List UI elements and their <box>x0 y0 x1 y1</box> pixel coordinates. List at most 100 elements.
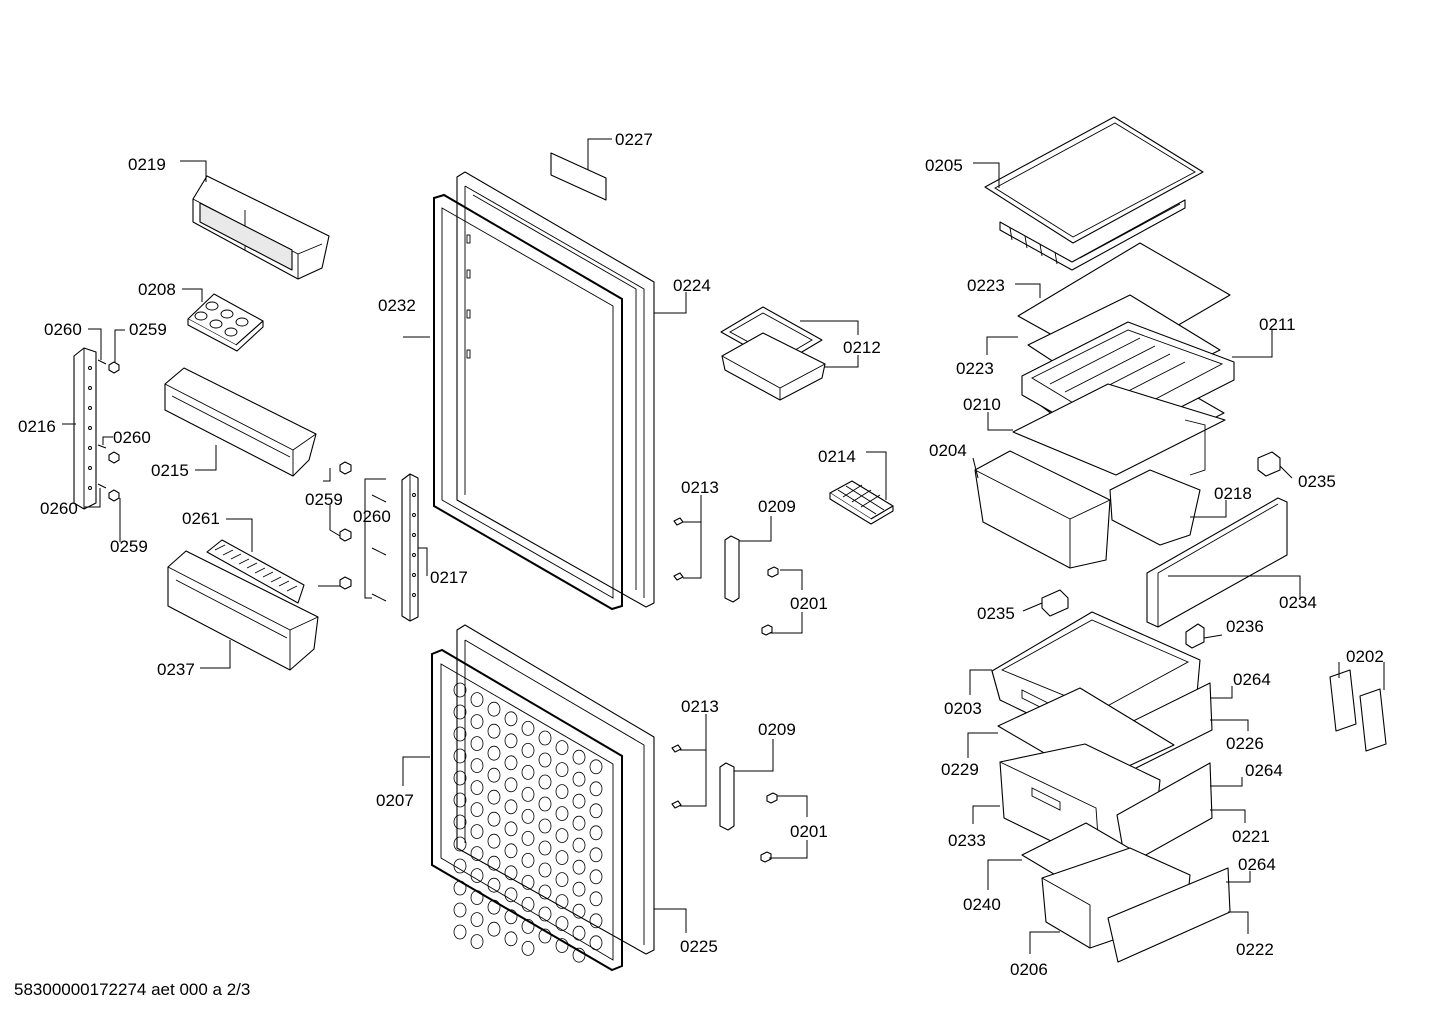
dimple <box>572 859 586 875</box>
part-0237-bottle-shelf <box>167 550 319 671</box>
dimple <box>555 806 569 821</box>
dimple <box>504 887 518 903</box>
dimple <box>470 868 484 883</box>
label-0215: 0215 <box>151 461 189 480</box>
dimple <box>521 919 535 934</box>
dimple <box>504 909 518 925</box>
part-0208-egg-tray <box>187 293 264 352</box>
part-0212-trays <box>720 306 826 401</box>
dimple <box>555 740 569 755</box>
label-0223: 0223 <box>956 359 994 378</box>
label-0223: 0223 <box>967 276 1005 295</box>
label-0236: 0236 <box>1226 617 1264 636</box>
label-0235: 0235 <box>1298 472 1336 491</box>
part-0235-clip-right <box>1257 451 1281 477</box>
dimple <box>487 899 501 915</box>
part-0215-door-shelf <box>164 367 317 477</box>
label-0264: 0264 <box>1245 761 1283 780</box>
dimple <box>504 755 518 771</box>
label-0234: 0234 <box>1279 593 1317 612</box>
dimple <box>487 767 501 783</box>
dimple <box>572 947 586 963</box>
dimple <box>470 934 484 949</box>
dimple <box>453 792 467 808</box>
dimple <box>589 935 603 951</box>
dimple <box>555 916 569 931</box>
dimple <box>589 913 603 929</box>
label-0206: 0206 <box>1010 960 1048 979</box>
dimple <box>453 704 467 720</box>
part-0210-divider-plate <box>1012 383 1226 476</box>
label-0224: 0224 <box>673 276 711 295</box>
dimple <box>487 745 501 761</box>
dimple <box>470 780 484 795</box>
label-0213: 0213 <box>681 697 719 716</box>
dimple <box>487 811 501 827</box>
dimple <box>504 821 518 837</box>
dimple <box>521 809 535 824</box>
dimple <box>504 843 518 859</box>
label-0226: 0226 <box>1226 734 1264 753</box>
label-0212: 0212 <box>843 338 881 357</box>
label-0229: 0229 <box>941 760 979 779</box>
dimple <box>572 837 586 853</box>
dimple <box>504 865 518 881</box>
dimple <box>470 802 484 817</box>
dimple <box>555 850 569 865</box>
label-0225: 0225 <box>680 937 718 956</box>
label-0211: 0211 <box>1259 315 1296 334</box>
dimple <box>453 858 467 874</box>
label-0264: 0264 <box>1238 855 1276 874</box>
label-0201: 0201 <box>790 594 828 613</box>
dimple <box>453 836 467 852</box>
part-0261-bottle-divider <box>206 539 305 604</box>
dimple <box>572 771 586 787</box>
part-0201-caps <box>760 566 779 863</box>
part-0225-lower-door <box>456 624 655 955</box>
dimple <box>453 726 467 742</box>
dimple <box>589 847 603 863</box>
part-0234-front-panel <box>1146 497 1288 628</box>
dimple <box>470 692 484 707</box>
dimple <box>521 721 535 736</box>
callout-labels: 0219 0208 0260 0259 0216 0260 0215 0260 … <box>18 130 1384 979</box>
dimple <box>538 796 552 812</box>
label-0217: 0217 <box>430 568 468 587</box>
part-0235-clip-left <box>1041 589 1069 617</box>
dimple <box>538 730 552 746</box>
dimple <box>555 828 569 843</box>
lower-door-dimple-pattern <box>453 682 603 963</box>
label-0264: 0264 <box>1233 670 1271 689</box>
dimple <box>521 875 535 890</box>
dimple <box>538 774 552 790</box>
dimple <box>572 749 586 765</box>
dimple <box>555 894 569 909</box>
dimple <box>555 872 569 887</box>
dimple <box>470 736 484 751</box>
dimple <box>487 723 501 739</box>
dimple <box>555 784 569 799</box>
dimple <box>453 924 467 940</box>
dimple <box>504 711 518 727</box>
part-screws-0260-middle <box>371 494 387 602</box>
dimple <box>521 941 535 956</box>
label-0259: 0259 <box>129 320 167 339</box>
label-0232: 0232 <box>378 296 416 315</box>
part-clips-0259-middle <box>339 461 352 590</box>
dimple <box>538 884 552 900</box>
part-0202-cold-packs <box>1329 669 1387 752</box>
label-0221: 0221 <box>1232 827 1270 846</box>
label-0203: 0203 <box>944 699 982 718</box>
dimple <box>521 765 535 780</box>
document-reference-number: 58300000172274 aet 000 a 2/3 <box>14 980 251 999</box>
dimple <box>521 743 535 758</box>
dimple <box>470 758 484 773</box>
part-screws-0259-0260-left <box>97 359 120 502</box>
dimple <box>453 770 467 786</box>
part-0204-vegetable-drawer <box>974 419 1206 569</box>
part-0236-clip <box>1185 623 1205 649</box>
label-0259: 0259 <box>110 537 148 556</box>
label-0209: 0209 <box>758 720 796 739</box>
dimple <box>487 789 501 805</box>
dimple <box>453 902 467 918</box>
